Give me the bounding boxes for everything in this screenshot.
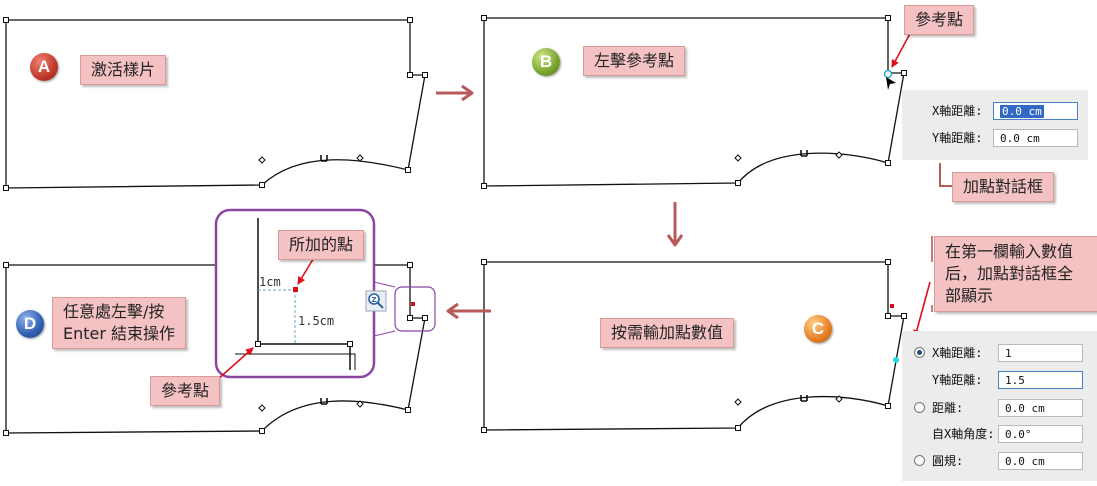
pattern-b-vertices xyxy=(481,15,907,189)
dialog-b-y-input[interactable]: 0.0 cm xyxy=(993,129,1078,147)
step-d-label: 任意處左擊/按 Enter 結束操作 xyxy=(52,297,187,349)
dialog-caption-b: 加點對話框 xyxy=(952,172,1055,202)
added-point-d xyxy=(411,302,415,306)
step-d-label-line1: 任意處左擊/按 xyxy=(63,302,165,321)
dialog-caption-bracket xyxy=(939,163,952,187)
dimension-y-label: 1.5cm xyxy=(298,314,335,328)
preview-point-c xyxy=(890,304,894,308)
dialog-c-x-label: X軸距離: xyxy=(932,346,983,360)
added-point-arrow xyxy=(297,255,316,285)
dialog-c-circle-input[interactable]: 0.0 cm xyxy=(998,452,1083,470)
zoom-vertex-2 xyxy=(347,341,353,347)
dialog-b-y-label: Y軸距離: xyxy=(932,131,983,145)
step-b-label: 左擊參考點 xyxy=(583,46,686,76)
step-c-note: 在第一欄輸入數值后，加點對話框全部顯示 xyxy=(934,236,1097,312)
dialog-c-circle-label: 圓規: xyxy=(932,454,964,468)
ref-point-arrow-d xyxy=(216,347,254,381)
added-point-label: 所加的點 xyxy=(278,230,365,260)
svg-text:Z: Z xyxy=(371,296,376,304)
flow-arrow-a-to-b xyxy=(436,84,474,102)
dialog-b-x-input[interactable]: 0.0 cm xyxy=(993,102,1078,120)
step-a-label: 激活樣片 xyxy=(80,55,167,85)
dialog-c-y-input[interactable]: 1.5 xyxy=(998,371,1083,389)
pattern-c-marks xyxy=(734,395,843,406)
step-badge-a: A xyxy=(30,53,58,81)
add-point-dialog-b: X軸距離: 0.0 cm Y軸距離: 0.0 cm xyxy=(902,90,1088,160)
pattern-piece-a[interactable] xyxy=(5,19,426,189)
ref-point-callout-b: 參考點 xyxy=(904,5,975,35)
pattern-a-vertices xyxy=(3,17,428,191)
dialog-b-x-label: X軸距離: xyxy=(932,104,983,118)
pattern-piece-c[interactable] xyxy=(483,261,905,431)
pattern-d-vertices xyxy=(3,262,428,436)
zoom-detail xyxy=(235,218,356,370)
zoom-connector-top xyxy=(373,281,396,288)
pattern-piece-b[interactable] xyxy=(483,17,905,187)
step-c-label: 按需輸加點數值 xyxy=(600,318,735,348)
ref-point-label-d: 參考點 xyxy=(150,376,221,406)
added-point-highlight xyxy=(394,286,436,332)
dialog-c-angle-label: 自X軸角度: xyxy=(932,427,995,441)
dialog-c-angle-input[interactable]: 0.0° xyxy=(998,425,1083,443)
dimension-lines xyxy=(258,289,296,344)
step-badge-c: C xyxy=(804,315,832,343)
dialog-c-y-label: Y軸距離: xyxy=(932,373,983,387)
ref-callout-arrow-b xyxy=(891,29,913,68)
note-arrow-c xyxy=(912,281,931,338)
radio-distance[interactable] xyxy=(914,402,925,413)
dialog-c-dist-label: 距離: xyxy=(932,401,964,415)
pattern-d-marks xyxy=(258,398,364,412)
zoom-added-point xyxy=(293,287,298,292)
dialog-c-x-input[interactable]: 1 xyxy=(998,344,1083,362)
zoom-ref-vertex xyxy=(255,341,261,347)
add-point-dialog-c: X軸距離: 1 Y軸距離: 1.5 距離: 0.0 cm 自X軸角度: 0.0°… xyxy=(902,331,1097,481)
zoom-icon[interactable]: Z xyxy=(365,290,387,312)
flow-arrow-c-to-d xyxy=(446,302,491,320)
radio-compass[interactable] xyxy=(914,455,925,466)
flow-arrow-b-to-c xyxy=(666,202,684,247)
step-badge-b: B xyxy=(532,48,560,76)
dimension-x-label: 1cm xyxy=(259,275,281,289)
dialog-b-x-value: 0.0 cm xyxy=(1000,105,1044,118)
dialog-c-dist-input[interactable]: 0.0 cm xyxy=(998,399,1083,417)
pattern-b-marks xyxy=(734,150,843,162)
step-d-label-line2: Enter 結束操作 xyxy=(63,324,176,343)
pattern-piece-d[interactable] xyxy=(5,264,426,434)
cursor-icon xyxy=(886,77,896,90)
step-badge-d: D xyxy=(16,310,44,338)
zoom-connector-bottom xyxy=(373,330,396,337)
pattern-c-vertices xyxy=(481,259,907,433)
reference-point-b[interactable] xyxy=(883,69,893,79)
pattern-a-marks xyxy=(258,154,364,164)
cursor-point-c xyxy=(893,357,899,363)
radio-xy-distance[interactable] xyxy=(914,347,925,358)
